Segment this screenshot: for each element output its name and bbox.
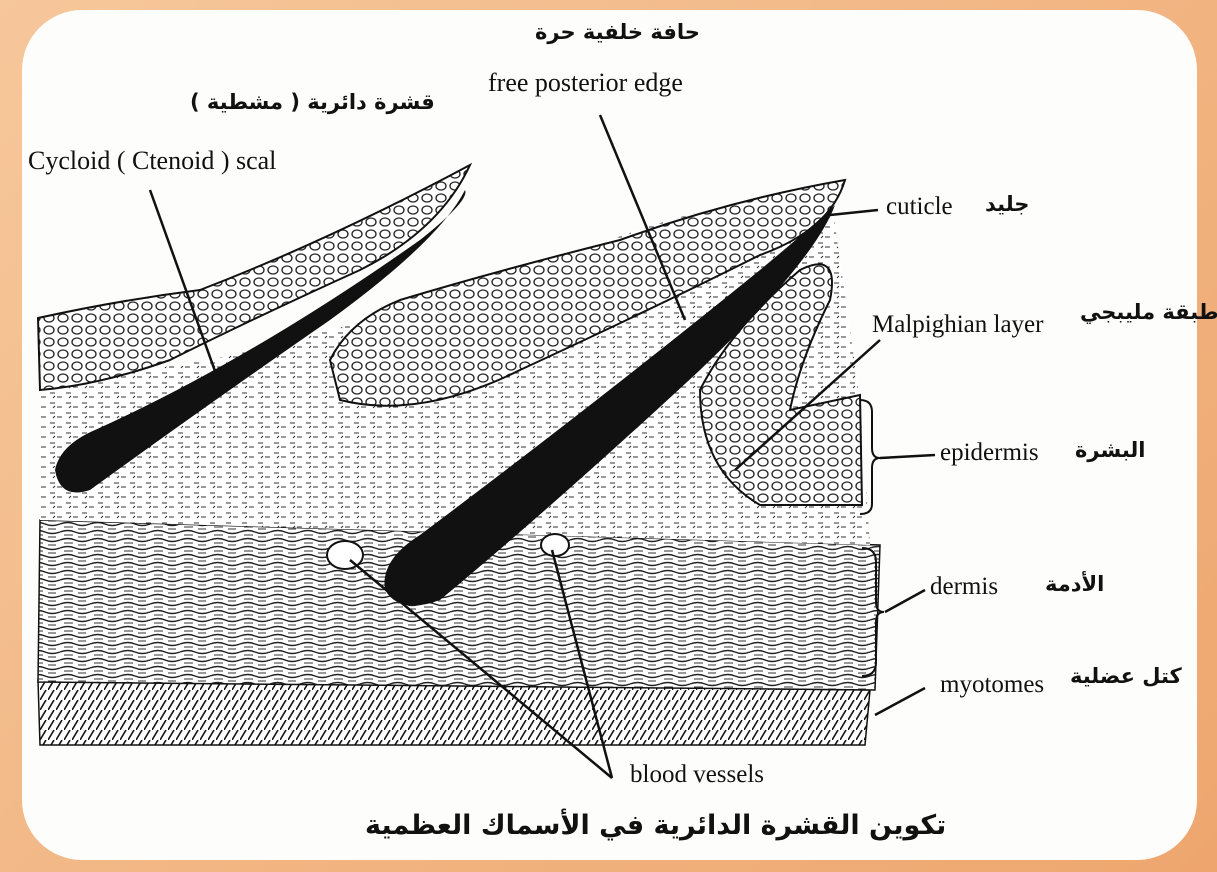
caption: تكوين القشرة الدائرية في الأسماك العظمية [365, 812, 946, 839]
leader-epidermis [880, 455, 935, 458]
label-dermis-en: dermis [930, 574, 998, 599]
label-scale-en: Cycloid ( Ctenoid ) scal [28, 148, 276, 174]
label-blood-vessels: blood vessels [630, 762, 764, 787]
label-cuticle-ar: جليد [985, 194, 1029, 215]
label-edge-ar: حافة خلفية حرة [535, 22, 700, 43]
label-malpighian-en: Malpighian layer [872, 312, 1043, 337]
label-malpighian-ar: طبقة مليبجي [1080, 302, 1217, 323]
label-myotomes-en: myotomes [940, 672, 1044, 697]
myotomes-layer [38, 680, 870, 745]
leader-dermis [885, 590, 925, 612]
leader-cuticle [830, 210, 878, 215]
label-edge-en: free posterior edge [488, 70, 683, 96]
blood-vessel-2 [541, 534, 569, 556]
label-scale-ar: قشرة دائرية ( مشطية ) [190, 92, 435, 113]
label-epidermis-en: epidermis [940, 440, 1039, 465]
label-cuticle-en: cuticle [886, 194, 953, 219]
label-dermis-ar: الأدمة [1045, 574, 1104, 595]
label-myotomes-ar: كتل عضلية [1070, 666, 1182, 687]
leader-myotomes [875, 688, 925, 715]
label-epidermis-ar: البشرة [1075, 440, 1146, 461]
